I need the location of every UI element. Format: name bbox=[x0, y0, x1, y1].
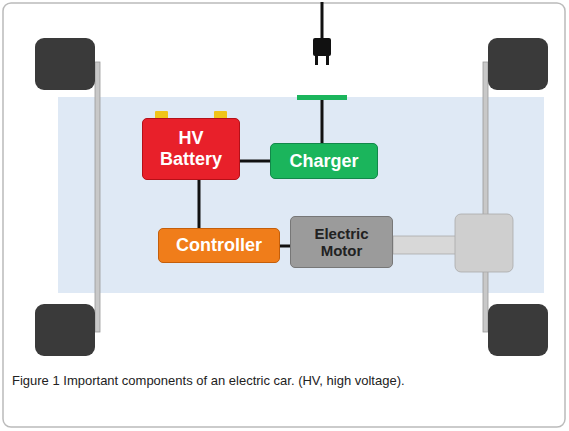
battery-box: HV Battery bbox=[142, 118, 240, 180]
wheels bbox=[35, 38, 548, 356]
rear-axle bbox=[483, 62, 488, 332]
plug-pin bbox=[326, 55, 329, 65]
motor-box: Electric Motor bbox=[290, 216, 393, 268]
plug-pin bbox=[315, 55, 318, 65]
charge-wire bbox=[321, 100, 324, 143]
node-label: Controller bbox=[176, 235, 262, 256]
figure-frame bbox=[3, 3, 565, 427]
front-axle bbox=[95, 62, 100, 332]
chassis bbox=[58, 97, 544, 293]
power-connector bbox=[240, 161, 270, 162]
power-connector bbox=[199, 180, 200, 228]
plug bbox=[313, 38, 331, 56]
charger-box: Charger bbox=[270, 143, 378, 179]
plug-cord bbox=[321, 2, 324, 40]
drive-shaft bbox=[393, 236, 457, 254]
figure-caption: Figure 1 Important components of an elec… bbox=[12, 372, 552, 390]
power-connector bbox=[280, 246, 290, 247]
node-label: Electric Motor bbox=[302, 225, 382, 260]
charging-port bbox=[297, 95, 347, 100]
node-label: HV Battery bbox=[151, 128, 231, 169]
node-label: Charger bbox=[289, 151, 358, 172]
differential bbox=[455, 214, 513, 272]
controller-box: Controller bbox=[158, 228, 280, 263]
